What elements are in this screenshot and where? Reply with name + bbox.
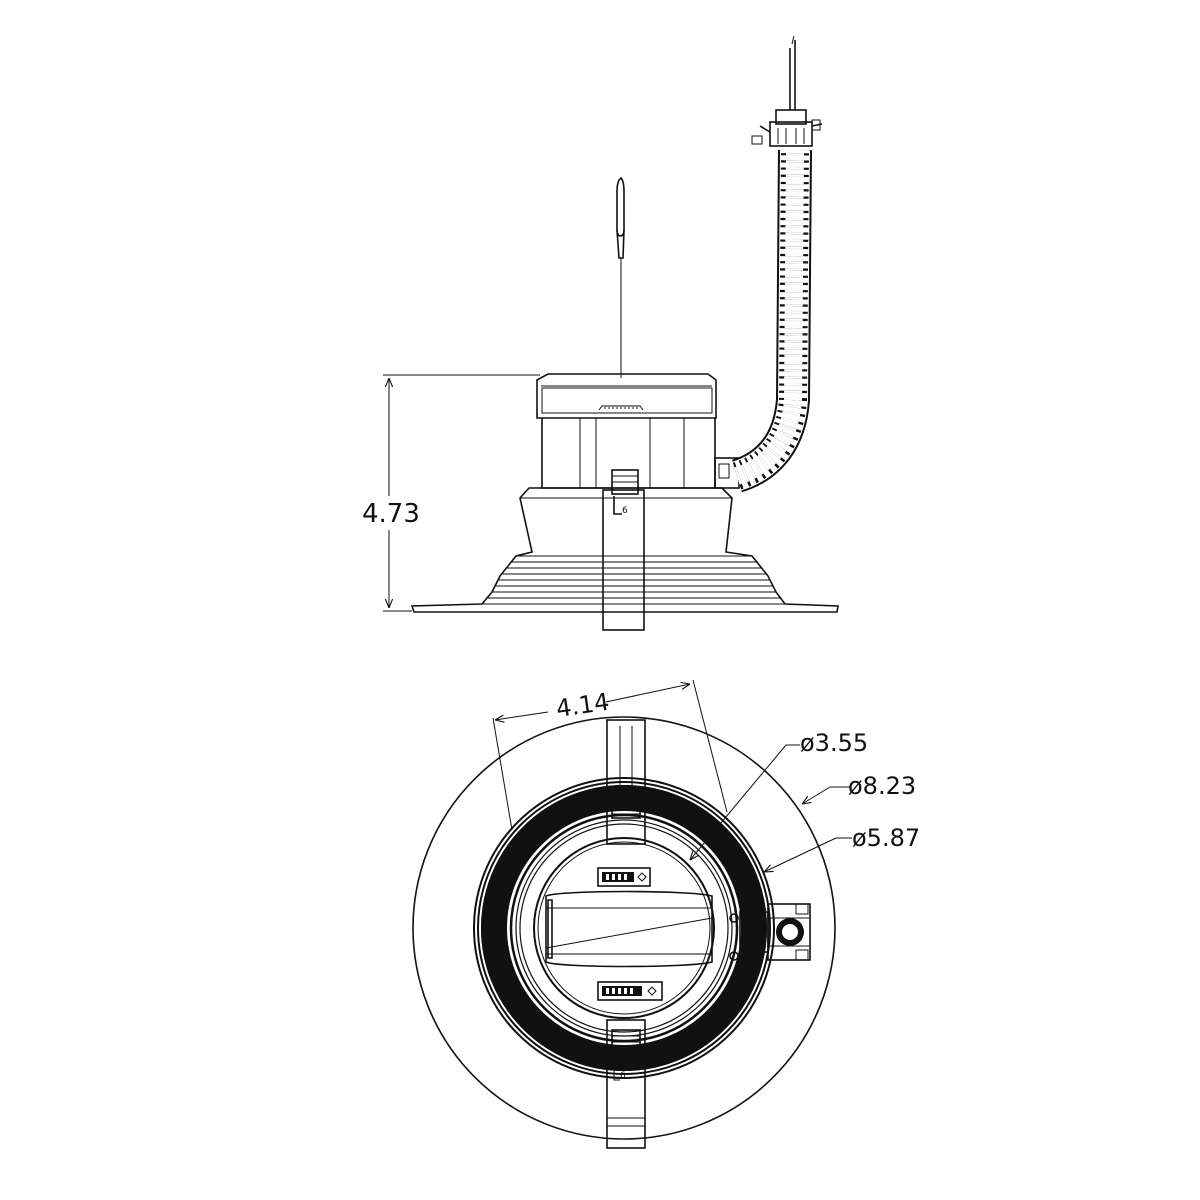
diameter-lens-label: ø3.55 <box>800 729 868 757</box>
clip-marking-side: 6 <box>622 506 628 516</box>
driver-housing <box>536 373 740 489</box>
ring-screws <box>601 795 739 1065</box>
mounting-clip: 6 <box>602 469 645 631</box>
height-dimension-label: 4.73 <box>362 499 420 529</box>
bottom-clip: 6 <box>606 1019 646 1149</box>
side-view: 6 4.73 <box>362 35 839 631</box>
trim-outer-circle <box>412 716 836 1140</box>
top-clip <box>606 719 646 845</box>
flex-conduit <box>731 35 823 493</box>
height-dimension: 4.73 <box>362 374 540 612</box>
lens <box>533 837 715 1019</box>
trim-body <box>410 487 839 613</box>
diameter-cutout-label: ø5.87 <box>852 824 920 852</box>
bottom-view: 6 4.14 <box>412 679 920 1149</box>
clip-marking-bottom: 6 <box>620 1071 626 1081</box>
diameter-trim-label: ø8.23 <box>848 772 916 800</box>
diameter-leaders <box>690 744 852 872</box>
baffle-rings <box>473 777 775 1079</box>
wire-antenna <box>616 176 625 378</box>
side-connector <box>739 903 811 961</box>
